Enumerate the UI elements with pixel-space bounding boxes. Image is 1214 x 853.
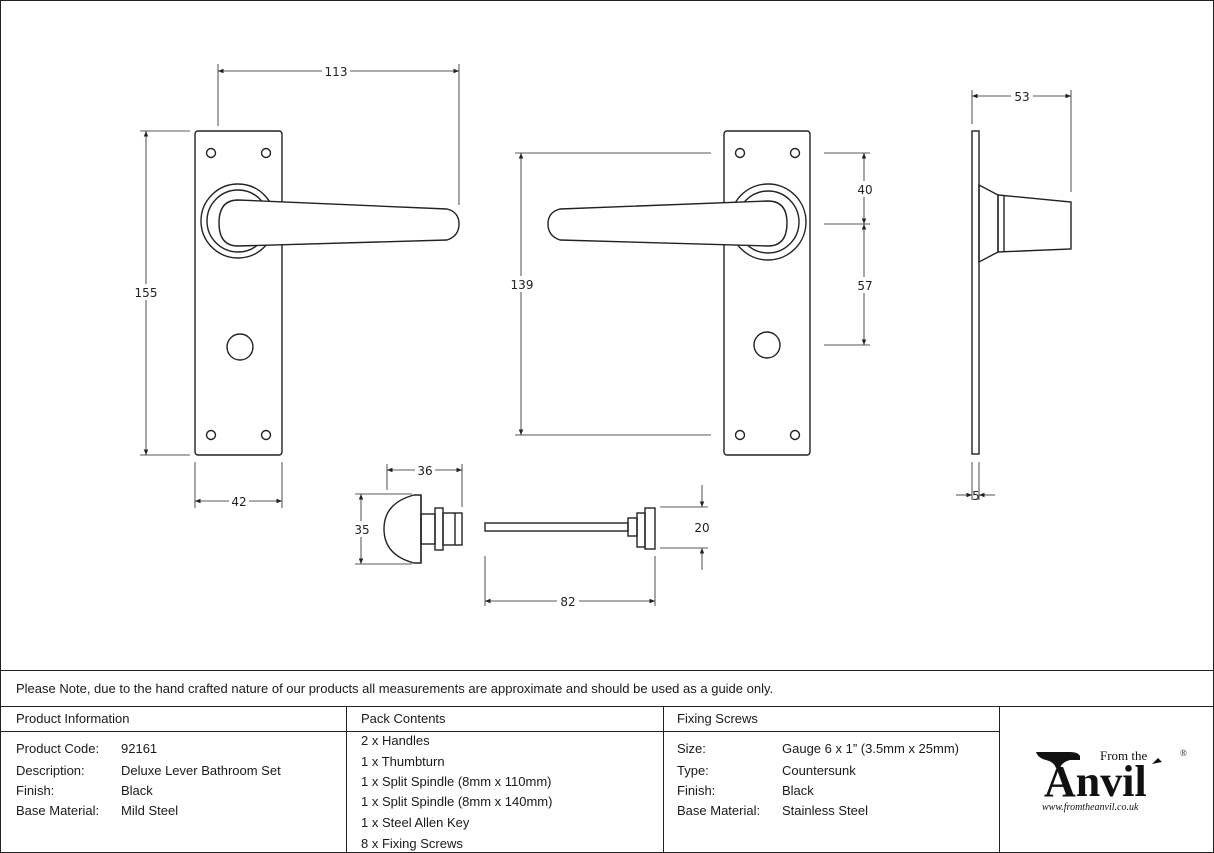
product-info-label: Product Code: xyxy=(16,741,100,756)
logo-registered: ® xyxy=(1180,748,1187,758)
dim-57: 57 xyxy=(857,279,872,293)
hammer-icon xyxy=(1152,758,1162,764)
pack-item: 1 x Thumbturn xyxy=(361,754,445,769)
dim-53: 53 xyxy=(1014,90,1029,104)
logo-from-the: From the xyxy=(1100,748,1148,763)
dim-155: 155 xyxy=(135,286,158,300)
product-info-title: Product Information xyxy=(16,711,130,726)
divider xyxy=(663,706,664,853)
front-view xyxy=(194,130,460,456)
product-info-value: Deluxe Lever Bathroom Set xyxy=(121,763,281,778)
from-the-anvil-logo: From the ® Anvil www.fromtheanvil.co.uk xyxy=(1036,748,1187,813)
logo-brand: Anvil xyxy=(1044,757,1147,806)
pack-item: 1 x Split Spindle (8mm x 110mm) xyxy=(361,774,552,789)
dim-82: 82 xyxy=(560,595,575,609)
pack-item: 1 x Split Spindle (8mm x 140mm) xyxy=(361,794,553,809)
dim-20: 20 xyxy=(694,521,709,535)
product-info-label: Description: xyxy=(16,763,85,778)
fixing-value: Countersunk xyxy=(782,763,856,778)
pack-item: 8 x Fixing Screws xyxy=(361,836,463,851)
side-view xyxy=(971,130,1072,455)
dim-139: 139 xyxy=(511,278,534,292)
back-view xyxy=(547,130,811,456)
spindle-view xyxy=(484,507,656,550)
thumbturn-view xyxy=(383,494,463,564)
dim-35: 35 xyxy=(354,523,369,537)
technical-drawing: 113 155 42 139 40 57 53 5 36 35 20 82 xyxy=(133,63,1072,609)
fixing-label: Base Material: xyxy=(677,803,761,818)
fixing-value: Black xyxy=(782,783,814,798)
anvil-icon xyxy=(1036,752,1080,768)
fixing-label: Type: xyxy=(677,763,709,778)
disclaimer-note: Please Note, due to the hand crafted nat… xyxy=(16,681,774,696)
dim-42: 42 xyxy=(231,495,246,509)
divider xyxy=(346,706,347,853)
product-info-value: 92161 xyxy=(121,741,158,756)
dim-5: 5 xyxy=(972,489,980,503)
divider xyxy=(0,670,1214,671)
fixing-label: Finish: xyxy=(677,783,716,798)
product-info-value: Mild Steel xyxy=(121,803,179,818)
dim-113: 113 xyxy=(325,65,348,79)
pack-item: 1 x Steel Allen Key xyxy=(361,815,470,830)
product-info-value: Black xyxy=(121,783,153,798)
divider xyxy=(0,706,1214,707)
dim-36: 36 xyxy=(417,464,432,478)
divider xyxy=(999,706,1000,853)
divider xyxy=(0,731,1000,732)
fixing-value: Gauge 6 x 1” (3.5mm x 25mm) xyxy=(782,741,959,756)
fixing-screws-title: Fixing Screws xyxy=(677,711,758,726)
product-info-label: Base Material: xyxy=(16,803,100,818)
logo-url: www.fromtheanvil.co.uk xyxy=(1042,802,1139,813)
fixing-label: Size: xyxy=(677,741,706,756)
product-info-label: Finish: xyxy=(16,783,55,798)
fixing-value: Stainless Steel xyxy=(782,803,868,818)
dim-40: 40 xyxy=(857,183,872,197)
pack-item: 2 x Handles xyxy=(361,733,430,748)
pack-contents-title: Pack Contents xyxy=(361,711,446,726)
